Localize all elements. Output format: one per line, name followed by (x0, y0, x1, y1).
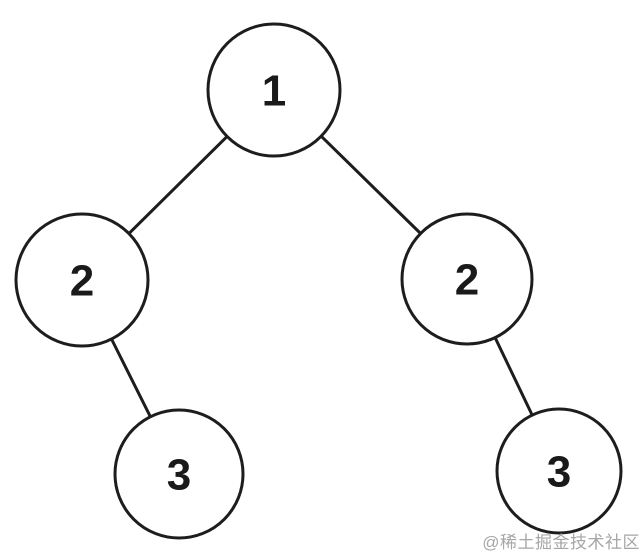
tree-edge-left-left-right (110, 337, 152, 419)
tree-node-left-right (113, 408, 245, 540)
tree-node-root (206, 22, 342, 158)
tree-edge-root-left (127, 134, 229, 236)
tree-node-label-left: 2 (70, 256, 94, 305)
tree-node-label-left-right: 3 (167, 450, 191, 499)
watermark: @稀土掘金技术社区 (482, 533, 640, 552)
tree-edge-right-right-right (493, 336, 534, 417)
tree-node-right-right (495, 407, 623, 535)
tree-node-label-right-right: 3 (547, 447, 571, 496)
tree-node-left (14, 212, 150, 348)
tree-node-label-right: 2 (455, 255, 479, 304)
tree-node-right (400, 212, 534, 346)
tree-edge-root-right (319, 134, 423, 235)
tree-node-label-root: 1 (262, 66, 286, 115)
